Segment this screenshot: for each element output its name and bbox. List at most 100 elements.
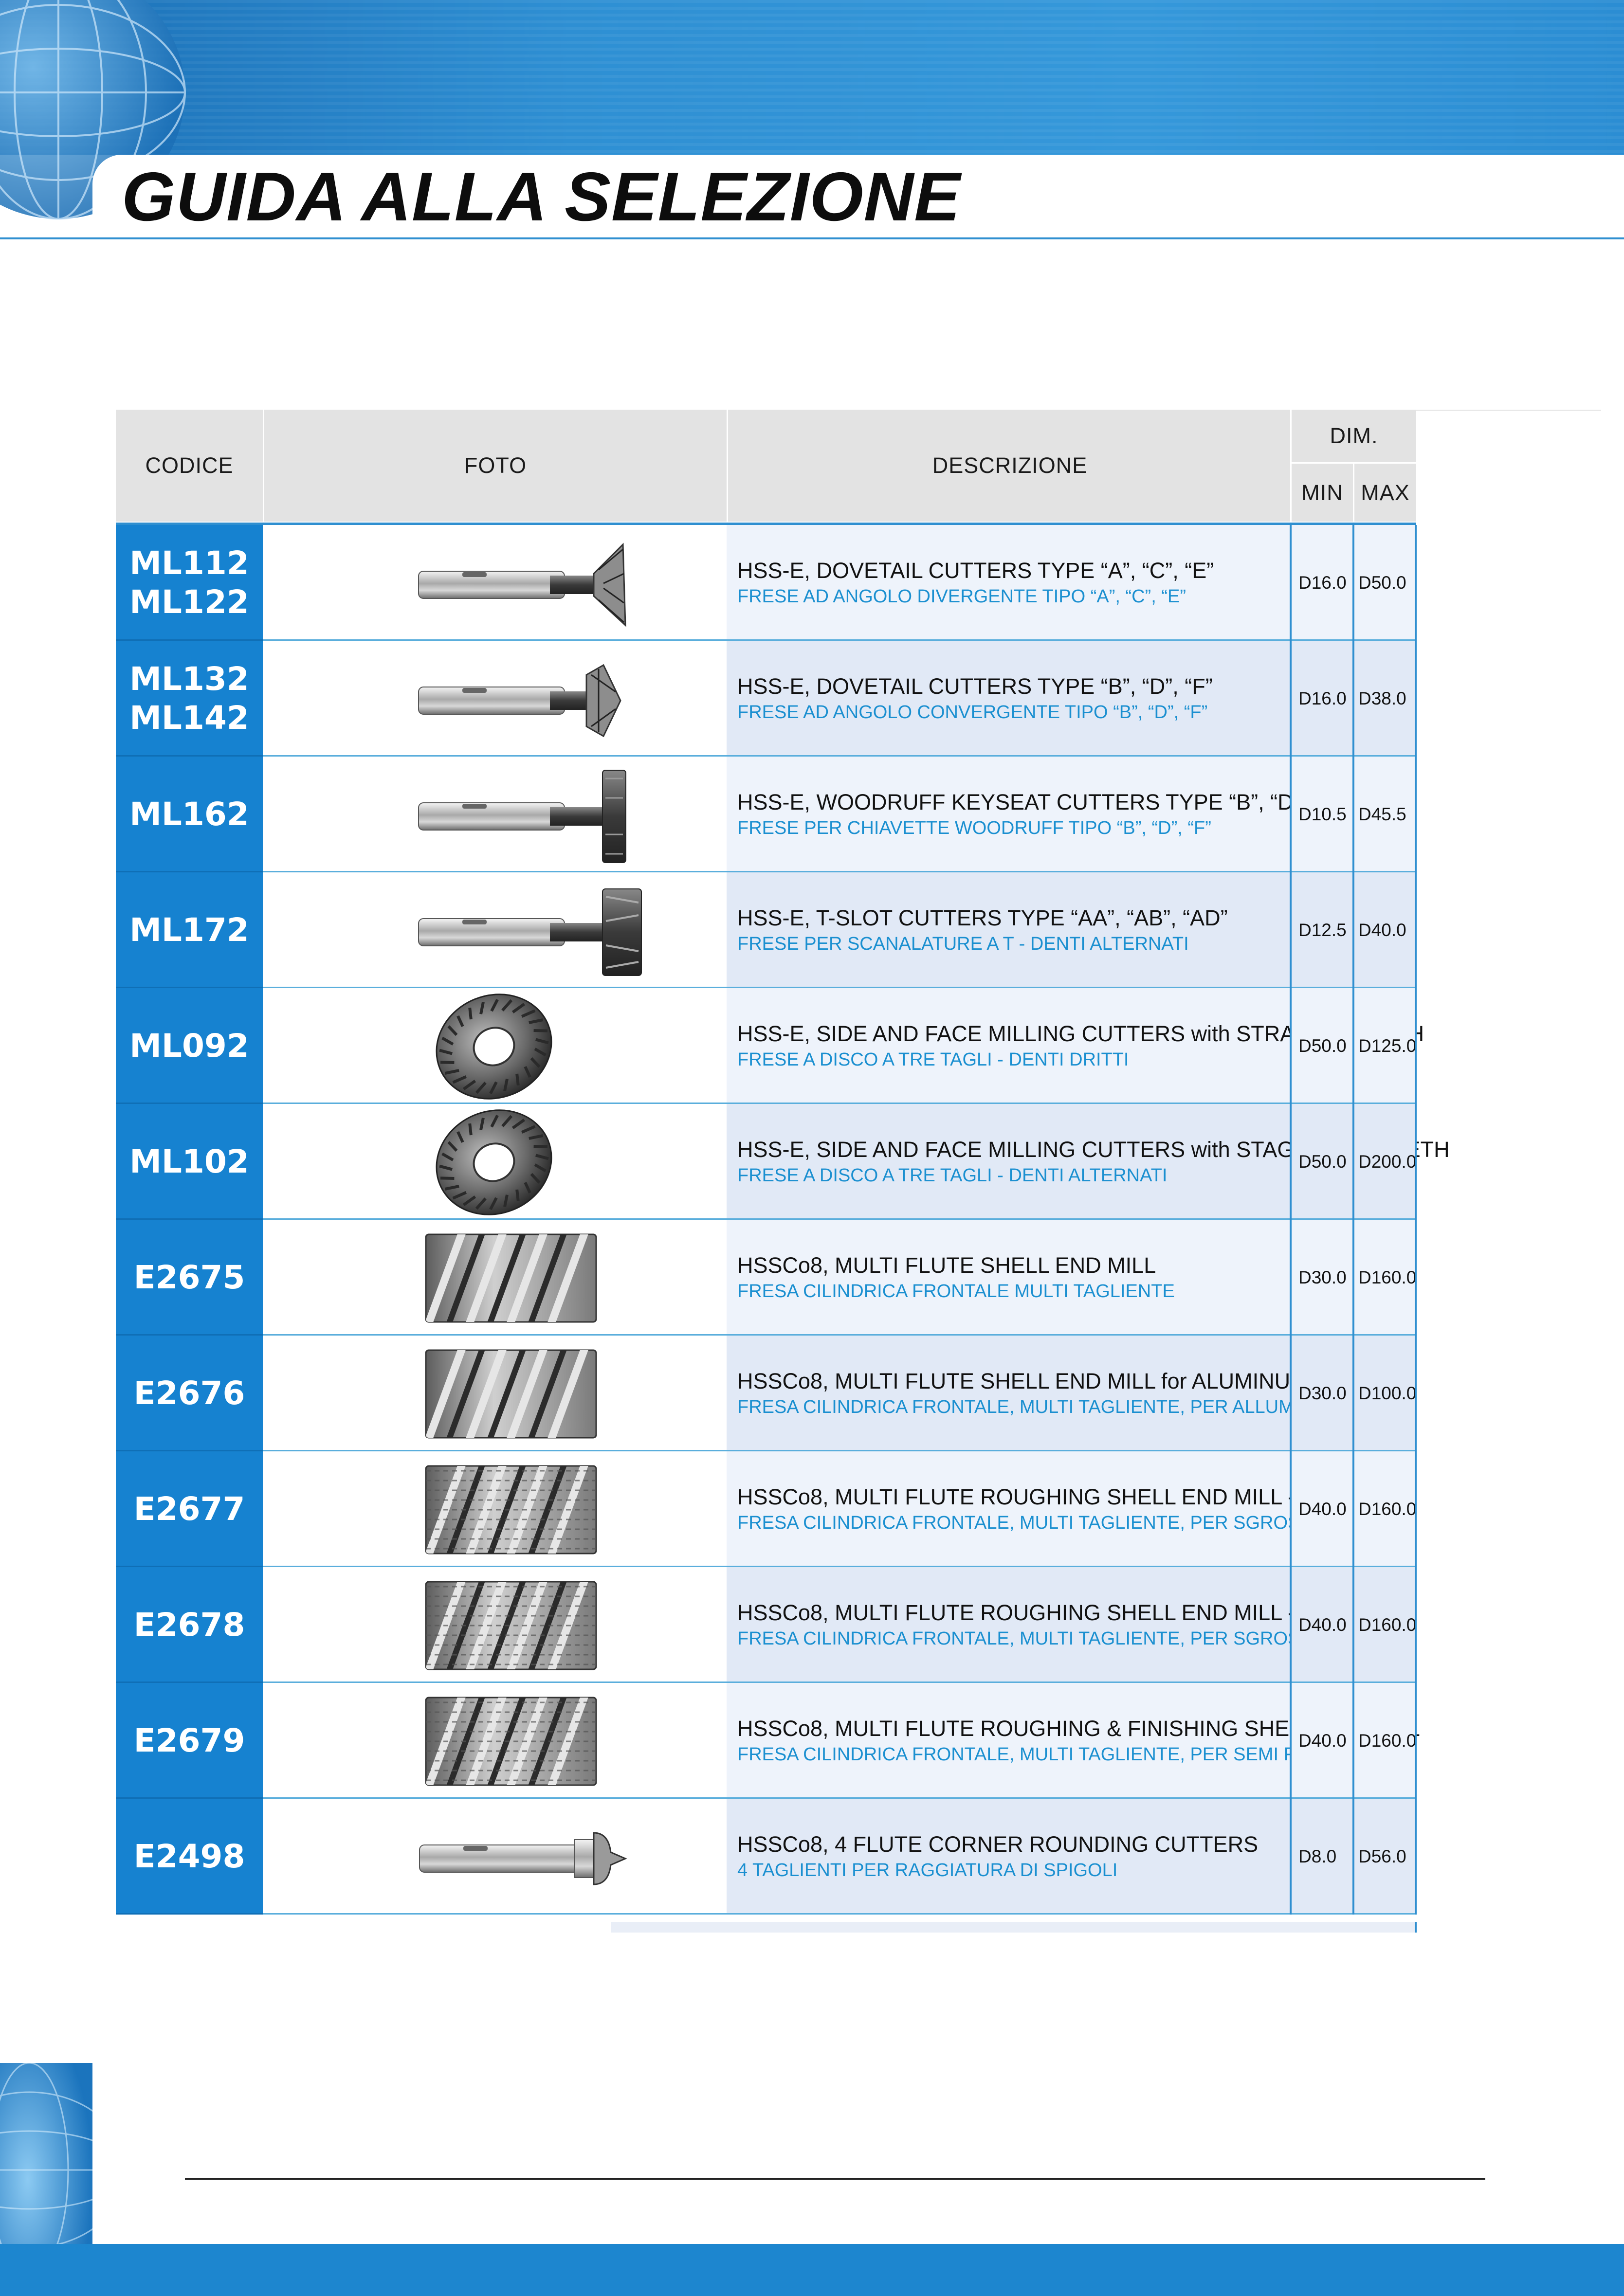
table-row: E2676 HSSCo8, MULTI FLUTE SHELL END MILL…	[116, 1336, 1417, 1451]
dim-min: D40.0	[1292, 1451, 1353, 1567]
title-panel	[92, 155, 1624, 238]
column-divider	[1415, 641, 1417, 757]
dim-max: D38.0	[1354, 641, 1416, 757]
column-divider	[1415, 525, 1417, 641]
table-row: ML132 ML142 HSS-E, DOVETAIL CUTTERS TYPE…	[116, 641, 1417, 757]
column-divider	[1415, 1799, 1417, 1915]
row-divider	[263, 1334, 1416, 1336]
dim-max: D125.0	[1354, 988, 1416, 1104]
code-separator	[116, 1913, 263, 1915]
table-row: E2675 HSSCo8, MULTI FLUTE SHELL END MILL…	[116, 1220, 1417, 1336]
description-english: HSSCo8, MULTI FLUTE SHELL END MILL	[737, 1253, 1156, 1278]
column-divider	[1290, 872, 1292, 988]
dim-max: D200.0	[1354, 1104, 1416, 1220]
column-divider	[1290, 1220, 1292, 1336]
row-divider	[263, 639, 1416, 641]
header-divider	[1290, 410, 1292, 522]
column-divider	[1352, 1799, 1354, 1915]
column-divider	[1290, 988, 1292, 1104]
description-english: HSS-E, DOVETAIL CUTTERS TYPE “B”, “D”, “…	[737, 674, 1213, 699]
shell-end-mill-icon	[425, 1233, 597, 1323]
code-separator	[116, 755, 263, 757]
code-separator	[116, 1218, 263, 1220]
code-separator	[116, 1450, 263, 1451]
description-italian: 4 TAGLIENTI PER RAGGIATURA DI SPIGOLI	[737, 1860, 1118, 1880]
header-code: CODICE	[145, 453, 234, 478]
header-photo: FOTO	[464, 453, 527, 478]
product-code: ML092	[116, 988, 263, 1104]
dim-min: D12.5	[1292, 872, 1353, 988]
table-row: E2677 HSSCo8, MULTI FLUTE ROUGHING SHELL…	[116, 1451, 1417, 1567]
dim-min: D50.0	[1292, 988, 1353, 1104]
header-divider	[263, 410, 264, 522]
column-divider	[1352, 1683, 1354, 1799]
dovetail-cutter-convergent-icon	[418, 664, 621, 738]
header-divider	[1353, 464, 1354, 522]
side-face-cutter-staggered-icon	[436, 1109, 552, 1215]
column-divider	[1290, 1683, 1292, 1799]
table-row: E2678 HSSCo8, MULTI FLUTE ROUGHING SHELL…	[116, 1567, 1417, 1683]
dim-max: D45.5	[1354, 757, 1416, 872]
description-italian: FRESE AD ANGOLO CONVERGENTE TIPO “B”, “D…	[737, 702, 1208, 723]
row-divider	[263, 1218, 1416, 1220]
dim-max: D56.0	[1354, 1799, 1416, 1915]
product-code: E2676	[116, 1336, 263, 1451]
header-divider	[727, 410, 728, 522]
header-divider	[1292, 462, 1416, 464]
column-divider	[1352, 641, 1354, 757]
table-bottom-edge	[1415, 1922, 1417, 1933]
row-divider	[263, 1797, 1416, 1799]
description-english: HSSCo8, MULTI FLUTE ROUGHING SHELL END M…	[737, 1484, 1394, 1509]
description-english: HSSCo8, MULTI FLUTE SHELL END MILL for A…	[737, 1369, 1309, 1393]
product-photo	[263, 1567, 727, 1683]
description-italian: FRESA CILINDRICA FRONTALE, MULTI TAGLIEN…	[737, 1513, 1374, 1533]
dim-min: D40.0	[1292, 1567, 1353, 1683]
product-photo	[263, 988, 727, 1104]
row-divider	[263, 755, 1416, 757]
product-photo	[263, 641, 727, 757]
description-english: HSSCo8, MULTI FLUTE ROUGHING SHELL END M…	[737, 1600, 1351, 1625]
column-divider	[1290, 1336, 1292, 1451]
product-code: ML132 ML142	[116, 641, 263, 757]
column-divider	[1352, 757, 1354, 872]
dim-max: D100.0	[1354, 1336, 1416, 1451]
product-code: ML162	[116, 757, 263, 872]
column-divider	[1352, 1104, 1354, 1220]
dim-max: D40.0	[1354, 872, 1416, 988]
product-code: ML172	[116, 872, 263, 988]
code-separator	[116, 987, 263, 988]
dim-min: D16.0	[1292, 641, 1353, 757]
column-divider	[1415, 988, 1417, 1104]
page-title: GUIDA ALLA SELEZIONE	[122, 158, 961, 235]
column-divider	[1290, 757, 1292, 872]
product-photo	[263, 525, 727, 641]
product-photo	[263, 1220, 727, 1336]
product-photo	[263, 1799, 727, 1915]
column-divider	[1352, 988, 1354, 1104]
column-divider	[1352, 1336, 1354, 1451]
product-code: E2675	[116, 1220, 263, 1336]
dim-min: D8.0	[1292, 1799, 1353, 1915]
dim-max: D160.0	[1354, 1451, 1416, 1567]
column-divider	[1415, 1451, 1417, 1567]
column-divider	[1352, 1451, 1354, 1567]
header-min: MIN	[1301, 480, 1343, 505]
table-row: ML102 HSS-E, SIDE AND FACE MILLING CUTTE…	[116, 1104, 1450, 1220]
code-separator	[116, 639, 263, 641]
header-description: DESCRIZIONE	[932, 453, 1088, 478]
column-divider	[1415, 1683, 1417, 1799]
code-separator	[116, 1103, 263, 1104]
description-italian: FRESE PER CHIAVETTE WOODRUFF TIPO “B”, “…	[737, 818, 1211, 838]
banner-stripes	[0, 0, 1624, 155]
description-english: HSS-E, DOVETAIL CUTTERS TYPE “A”, “C”, “…	[737, 558, 1214, 583]
dim-min: D10.5	[1292, 757, 1353, 872]
dim-min: D30.0	[1292, 1336, 1353, 1451]
dim-max: D50.0	[1354, 525, 1416, 641]
column-divider	[1352, 525, 1354, 641]
column-divider	[1352, 872, 1354, 988]
code-separator	[116, 1566, 263, 1567]
table-row: ML112 ML122 HSS-E, DOVETAIL CUTTERS TYPE…	[116, 525, 1417, 641]
dim-min: D16.0	[1292, 525, 1353, 641]
row-divider	[263, 1103, 1416, 1104]
column-divider	[1352, 1220, 1354, 1336]
